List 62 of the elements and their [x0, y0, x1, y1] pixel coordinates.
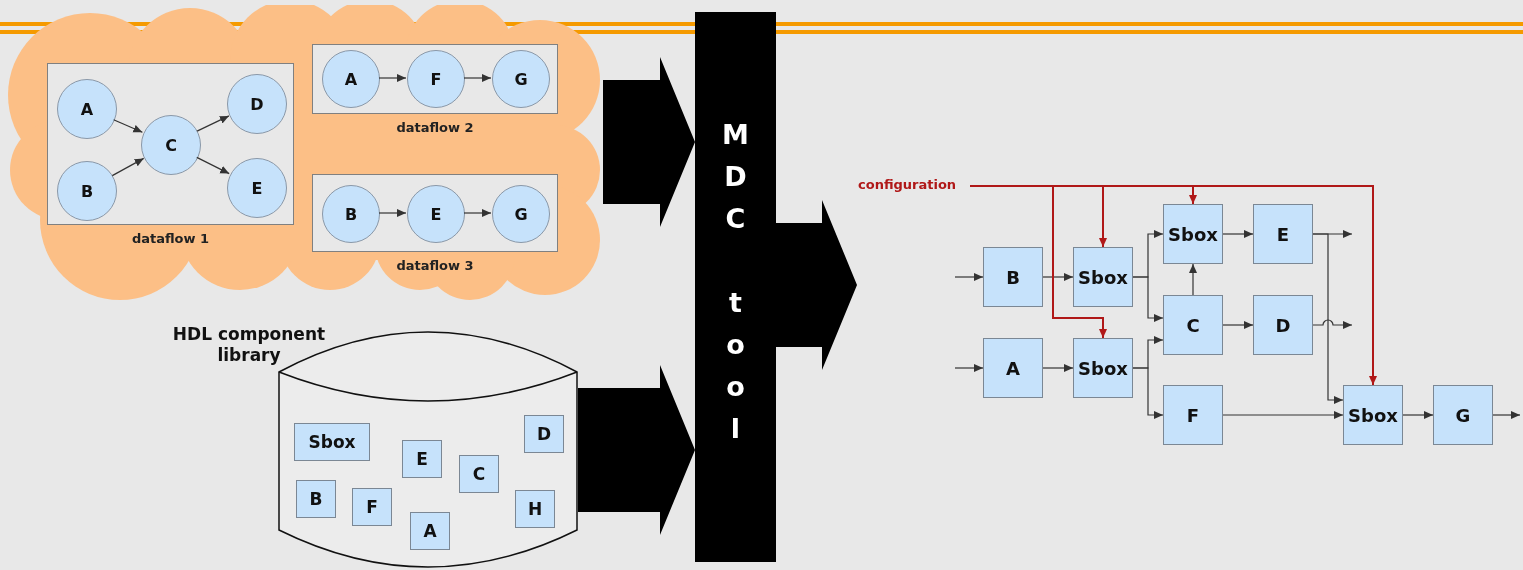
- block-arrow: [578, 365, 695, 535]
- component-box: F: [1163, 385, 1223, 445]
- component-box: B: [983, 247, 1043, 307]
- arrow: [463, 74, 492, 82]
- component-box: A: [983, 338, 1043, 398]
- component-box: E: [402, 440, 442, 478]
- component-box: C: [1163, 295, 1223, 355]
- signal-label: configuration: [858, 177, 970, 195]
- component-box: A: [410, 512, 450, 550]
- arrow: [1189, 263, 1197, 296]
- tool-block: MDC tool: [695, 12, 776, 562]
- arrow: [463, 209, 492, 217]
- arrow: [1312, 319, 1353, 329]
- component-box: D: [524, 415, 564, 453]
- component-box: Sbox: [294, 423, 370, 461]
- arrow: [1042, 273, 1074, 281]
- arrow: [196, 115, 230, 132]
- component-box: H: [515, 490, 555, 528]
- node-circle: B: [57, 161, 117, 221]
- node-circle: G: [492, 50, 550, 108]
- component-box: B: [296, 480, 336, 518]
- group-title: dataflow 3: [395, 258, 475, 273]
- arrow: [954, 364, 984, 372]
- block-arrow: [776, 200, 857, 370]
- component-box: Sbox: [1343, 385, 1403, 445]
- component-box: C: [459, 455, 499, 493]
- arrow: [378, 209, 407, 217]
- arrow: [111, 157, 145, 177]
- node-circle: F: [407, 50, 465, 108]
- node-circle: A: [322, 50, 380, 108]
- node-circle: G: [492, 185, 550, 243]
- arrow: [1402, 411, 1434, 419]
- arrow: [1312, 233, 1344, 404]
- config-arrow: [969, 185, 1377, 386]
- arrow: [1492, 411, 1521, 419]
- component-box: Sbox: [1073, 338, 1133, 398]
- arrow: [954, 273, 984, 281]
- node-circle: C: [141, 115, 201, 175]
- component-box: Sbox: [1073, 247, 1133, 307]
- node-circle: B: [322, 185, 380, 243]
- arrow: [196, 156, 230, 175]
- component-box: G: [1433, 385, 1493, 445]
- node-circle: E: [407, 185, 465, 243]
- arrow: [378, 74, 407, 82]
- arrow: [1222, 321, 1254, 329]
- component-box: E: [1253, 204, 1313, 264]
- component-box: D: [1253, 295, 1313, 355]
- arrow: [1132, 276, 1164, 322]
- arrow: [113, 119, 143, 133]
- block-arrow: [603, 57, 695, 227]
- library-title: HDL component library: [171, 324, 327, 366]
- group-title: dataflow 2: [395, 120, 475, 135]
- node-circle: D: [227, 74, 287, 134]
- arrow: [1132, 367, 1164, 419]
- node-circle: A: [57, 79, 117, 139]
- component-box: Sbox: [1163, 204, 1223, 264]
- group-title: dataflow 1: [130, 231, 211, 246]
- arrow: [1222, 230, 1254, 238]
- node-circle: E: [227, 158, 287, 218]
- arrow: [1042, 364, 1074, 372]
- component-box: F: [352, 488, 392, 526]
- arrow: [1222, 411, 1344, 419]
